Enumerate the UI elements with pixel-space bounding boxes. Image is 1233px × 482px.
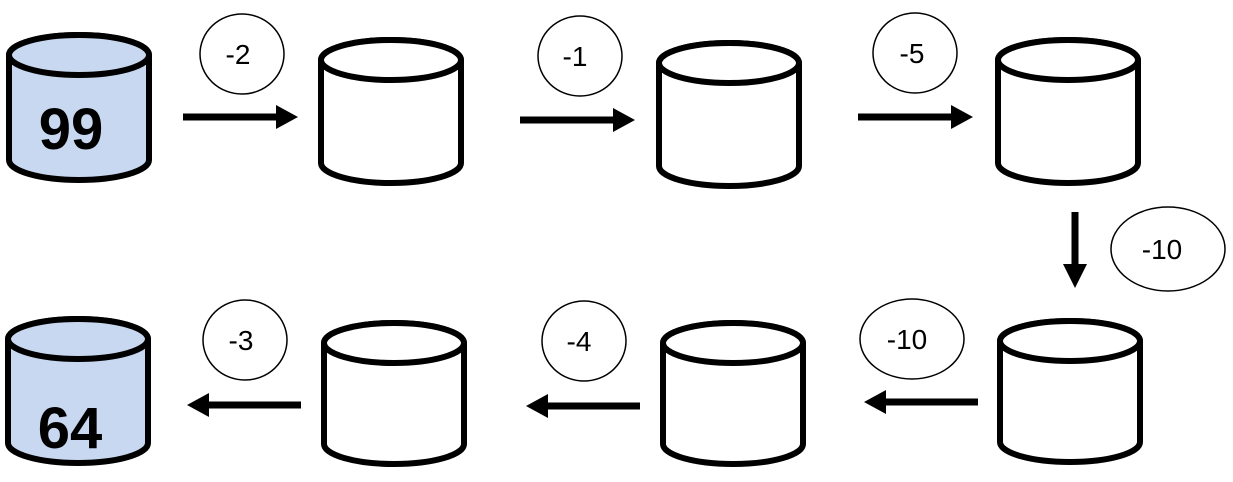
step-bubble-6: -4 (541, 300, 627, 382)
arrow-4 (1063, 212, 1087, 288)
cylinder-end: 64 (5, 316, 151, 466)
cylinder-start-top (6, 32, 152, 78)
arrow-6 (526, 394, 640, 418)
cylinder-start: 99 (6, 32, 152, 183)
step-bubble-3: -5 (872, 12, 958, 94)
step-label-3: -5 (900, 38, 925, 69)
step-label-2: -1 (563, 41, 588, 72)
step-label-1: -2 (226, 39, 251, 70)
cylinder-end-value: 64 (38, 396, 103, 461)
arrow-1 (183, 105, 298, 129)
step-label-6: -4 (567, 326, 592, 357)
cylinder-3 (656, 40, 802, 189)
step-bubble-2: -1 (537, 15, 623, 97)
cylinder-end-top (5, 316, 151, 362)
cylinder-4 (995, 37, 1141, 186)
cylinder-start-value: 99 (39, 97, 104, 162)
arrow-2 (520, 108, 635, 132)
arrow-5 (864, 390, 978, 414)
step-label-7: -3 (229, 325, 254, 356)
cylinder-6 (660, 320, 806, 467)
cylinder-7 (321, 320, 467, 467)
step-label-5: -10 (887, 324, 927, 355)
step-label-4: -10 (1142, 234, 1182, 265)
arrow-7 (187, 393, 301, 417)
cylinder-2 (318, 37, 464, 186)
step-bubble-1: -2 (199, 13, 285, 95)
arrow-3 (858, 105, 973, 129)
step-bubble-5: -10 (859, 298, 965, 380)
step-bubble-7: -3 (202, 299, 288, 381)
step-bubble-4: -10 (1110, 206, 1226, 292)
cylinder-5 (997, 318, 1143, 465)
